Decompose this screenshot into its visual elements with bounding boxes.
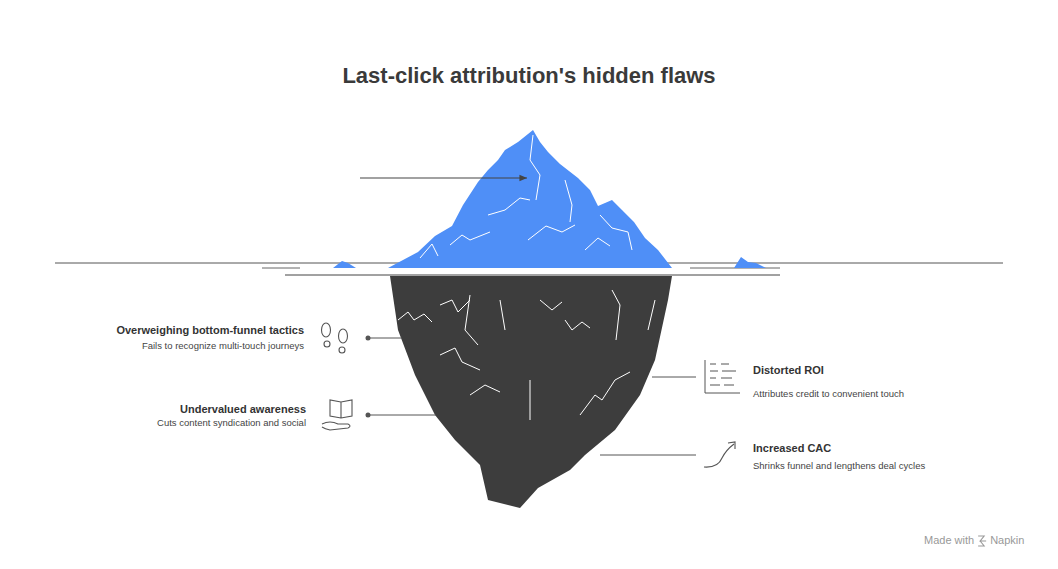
water-ripple bbox=[285, 275, 780, 276]
callout-body: Shrinks funnel and lengthens deal cycles bbox=[753, 460, 925, 471]
ice-floe bbox=[333, 261, 356, 268]
callout-body: Cuts content syndication and social bbox=[157, 417, 306, 428]
leader-dot bbox=[366, 413, 371, 418]
callout-heading: Undervalued awareness bbox=[180, 403, 306, 416]
leader-line bbox=[368, 338, 696, 455]
callout-body: Fails to recognize multi-touch journeys bbox=[142, 340, 304, 351]
leader-dot bbox=[366, 336, 371, 341]
iceberg-tip bbox=[388, 130, 672, 268]
book-icon bbox=[322, 400, 352, 430]
callout-heading: Increased CAC bbox=[753, 442, 831, 455]
callout-heading: Overweighing bottom-funnel tactics bbox=[116, 324, 304, 337]
watermark-brand: Napkin bbox=[990, 534, 1024, 547]
callout-body: Attributes credit to convenient touch bbox=[753, 388, 904, 399]
pointer-arrow bbox=[360, 177, 527, 178]
ice-cracks bbox=[398, 290, 655, 420]
ice-cracks bbox=[420, 135, 632, 258]
water-ripple bbox=[262, 268, 300, 269]
footprints-icon bbox=[322, 323, 348, 353]
watermark: Made with bbox=[924, 534, 974, 547]
diagram-title: Last-click attribution's hidden flaws bbox=[342, 63, 715, 89]
chart-icon bbox=[705, 360, 740, 393]
callout-heading: Distorted ROI bbox=[753, 364, 824, 377]
iceberg-underwater bbox=[390, 276, 672, 508]
napkin-logo bbox=[978, 536, 986, 546]
ice-floe bbox=[734, 257, 766, 268]
rising-arrow-icon bbox=[704, 442, 735, 467]
